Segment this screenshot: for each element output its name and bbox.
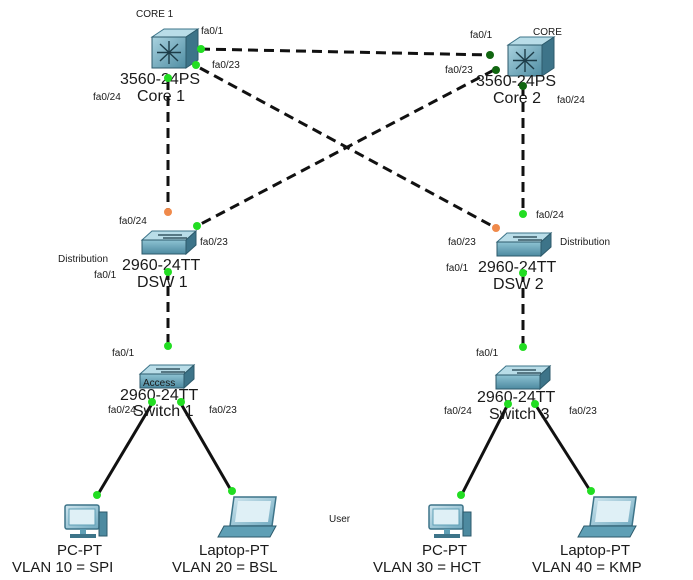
device-type: PC-PT bbox=[57, 542, 102, 559]
device-type: PC-PT bbox=[422, 542, 467, 559]
device-sw3[interactable]: 2960-24TT Switch 3 bbox=[477, 364, 555, 423]
laptop-icon bbox=[577, 496, 637, 538]
port-label: fa0/23 bbox=[448, 237, 476, 248]
port-status-dot bbox=[228, 487, 236, 495]
port-label: fa0/24 bbox=[119, 216, 147, 227]
port-label: fa0/24 bbox=[93, 92, 121, 103]
port-label: fa0/1 bbox=[470, 30, 493, 41]
device-type: Laptop-PT bbox=[199, 542, 269, 559]
device-tag: Distribution bbox=[560, 237, 610, 248]
port-label: fa0/23 bbox=[212, 60, 240, 71]
port-label: fa0/1 bbox=[94, 270, 117, 281]
device-name: Core 2 bbox=[493, 90, 541, 107]
port-label: fa0/23 bbox=[445, 65, 473, 76]
device-model: 3560-24PS bbox=[120, 71, 200, 88]
port-label: fa0/1 bbox=[201, 26, 224, 37]
device-model: 2960-24TT bbox=[122, 257, 200, 274]
port-label: fa0/24 bbox=[108, 405, 136, 416]
link-sw1-pc1[interactable] bbox=[95, 401, 155, 497]
pc-icon bbox=[428, 504, 472, 538]
device-name: Switch 1 bbox=[133, 403, 194, 420]
port-label: fa0/23 bbox=[200, 237, 228, 248]
device-tag: CORE 1 bbox=[136, 9, 174, 20]
port-status-dot bbox=[486, 51, 494, 59]
device-name: Core 1 bbox=[137, 88, 185, 105]
device-name: DSW 2 bbox=[493, 276, 544, 293]
device-core1[interactable]: CORE 1 3560-24PS Core 1 bbox=[120, 9, 200, 105]
device-tag: CORE bbox=[533, 27, 562, 38]
device-sw1[interactable]: Access 2960-24TT Switch 1 bbox=[120, 363, 198, 420]
port-status-dot bbox=[504, 400, 512, 408]
device-core2[interactable]: CORE 3560-24PS Core 2 bbox=[476, 27, 562, 107]
device-dsw1[interactable]: Distribution 2960-24TT DSW 1 bbox=[58, 229, 200, 291]
port-label: fa0/1 bbox=[446, 263, 469, 274]
port-label: fa0/1 bbox=[112, 348, 135, 359]
link-core2-dsw1[interactable] bbox=[196, 68, 495, 228]
port-status-dot bbox=[587, 487, 595, 495]
port-status-dot bbox=[197, 45, 205, 53]
link-sw3-laptop2[interactable] bbox=[533, 403, 593, 493]
link-sw3-pc2[interactable] bbox=[459, 403, 510, 497]
device-model: 3560-24PS bbox=[476, 73, 556, 90]
device-laptop2[interactable]: Laptop-PT VLAN 40 = KMP bbox=[532, 496, 642, 576]
port-status-dot bbox=[164, 268, 172, 276]
switch-icon bbox=[495, 231, 553, 258]
device-tag: Distribution bbox=[58, 254, 108, 265]
port-labels: fa0/1 fa0/23 fa0/24 fa0/1 fa0/23 fa0/24 … bbox=[93, 26, 597, 417]
port-status-dot bbox=[93, 491, 101, 499]
port-status-dot bbox=[492, 224, 500, 232]
switch-icon bbox=[140, 229, 198, 256]
port-label: fa0/24 bbox=[536, 210, 564, 221]
device-pc1[interactable]: PC-PT VLAN 10 = SPI bbox=[12, 504, 113, 576]
device-model: 2960-24TT bbox=[477, 389, 555, 406]
port-status-dot bbox=[164, 208, 172, 216]
port-label: fa0/23 bbox=[569, 406, 597, 417]
port-status-dot bbox=[531, 400, 539, 408]
switch-icon bbox=[138, 363, 196, 390]
device-pc2[interactable]: PC-PT VLAN 30 = HCT bbox=[373, 504, 481, 576]
device-laptop1[interactable]: Laptop-PT VLAN 20 = BSL bbox=[172, 496, 277, 576]
port-status-dot bbox=[519, 269, 527, 277]
port-status-dot bbox=[164, 74, 172, 82]
link-core1-core2[interactable] bbox=[199, 47, 493, 57]
port-label: fa0/1 bbox=[476, 348, 499, 359]
device-model: 2960-24TT bbox=[120, 387, 198, 404]
device-dsw2[interactable]: Distribution 2960-24TT DSW 2 bbox=[478, 231, 610, 293]
port-status-dot bbox=[192, 61, 200, 69]
port-status-dot bbox=[457, 491, 465, 499]
port-status-dot bbox=[519, 82, 527, 90]
port-status-dot bbox=[193, 222, 201, 230]
multilayer-switch-icon bbox=[150, 28, 200, 69]
switch-icon bbox=[494, 364, 552, 391]
port-status-dot bbox=[177, 398, 185, 406]
device-type: Laptop-PT bbox=[560, 542, 630, 559]
laptop-icon bbox=[217, 496, 277, 538]
pc-icon bbox=[64, 504, 108, 538]
port-status-dot bbox=[148, 398, 156, 406]
vlan-label: VLAN 30 = HCT bbox=[373, 559, 481, 576]
port-status-dot bbox=[164, 342, 172, 350]
device-model: 2960-24TT bbox=[478, 259, 556, 276]
port-status-dot bbox=[492, 66, 500, 74]
port-label: fa0/23 bbox=[209, 405, 237, 416]
device-name: DSW 1 bbox=[137, 274, 188, 291]
device-name: Switch 3 bbox=[489, 406, 550, 423]
vlan-label: VLAN 10 = SPI bbox=[12, 559, 113, 576]
port-status-dot bbox=[519, 343, 527, 351]
port-label: fa0/24 bbox=[557, 95, 585, 106]
links bbox=[95, 47, 593, 497]
layer-label-user: User bbox=[329, 514, 351, 525]
port-label: fa0/24 bbox=[444, 406, 472, 417]
multilayer-switch-icon bbox=[506, 36, 556, 77]
vlan-label: VLAN 20 = BSL bbox=[172, 559, 277, 576]
vlan-label: VLAN 40 = KMP bbox=[532, 559, 642, 576]
link-sw1-laptop1[interactable] bbox=[178, 401, 234, 493]
port-status-dot bbox=[519, 210, 527, 218]
device-tag: Access bbox=[143, 378, 175, 389]
port-status-dots bbox=[93, 45, 595, 499]
